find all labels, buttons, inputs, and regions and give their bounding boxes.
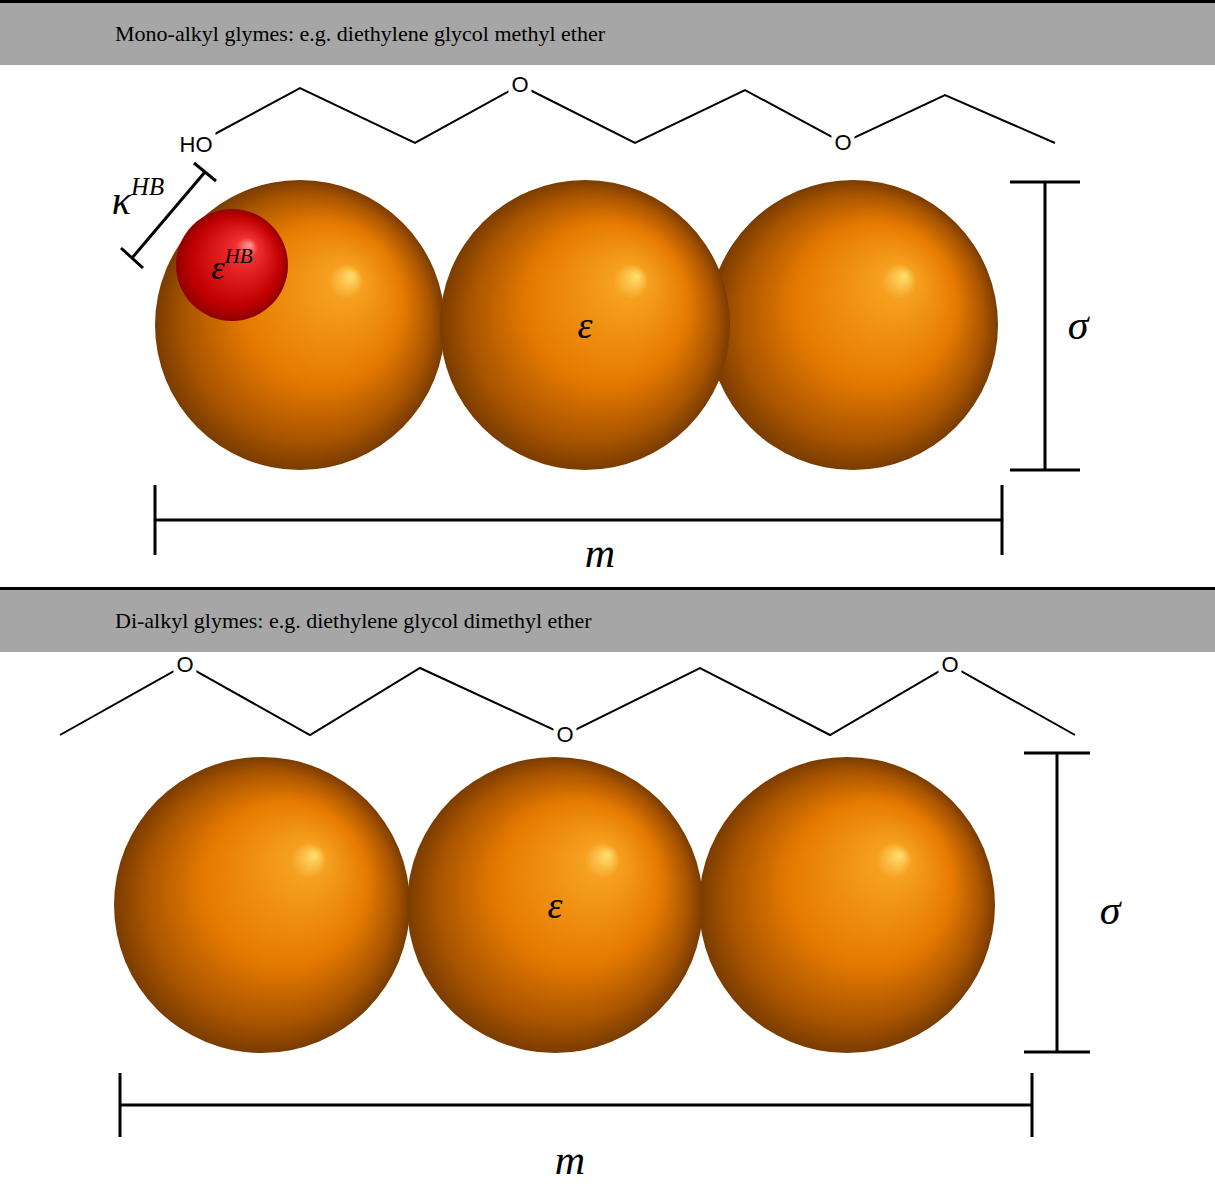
dimension-label: m (555, 1139, 585, 1181)
symbol: κ (112, 178, 131, 223)
atom-label: O (173, 652, 196, 678)
panel-header: Di-alkyl glymes: e.g. diethylene glycol … (0, 590, 1215, 652)
sphere-fill (407, 757, 703, 1053)
atom-label: O (831, 130, 854, 156)
panel-header: Mono-alkyl glymes: e.g. diethylene glyco… (0, 3, 1215, 65)
symbol: ε (211, 248, 224, 285)
segment-sphere (155, 180, 445, 470)
segment-sphere: ε (440, 180, 730, 470)
energy-symbol: ε (578, 303, 593, 347)
m-dimension (120, 1073, 1032, 1137)
atom-label: O (553, 722, 576, 748)
skeletal-formula (213, 85, 1055, 143)
segment-sphere (699, 757, 995, 1053)
dimension-label: σ (1068, 304, 1089, 346)
dimension-label: m (585, 532, 615, 574)
superscript: HB (131, 173, 164, 200)
atom-label: O (508, 72, 531, 98)
segment-sphere (114, 757, 410, 1053)
dimension-label: σ (1100, 889, 1121, 931)
energy-symbol: εHB (211, 244, 253, 287)
superscript: HB (225, 244, 253, 268)
atom-label: O (938, 652, 961, 678)
atom-label: HO (177, 132, 216, 158)
dimension-label: κHB (112, 175, 164, 221)
header-text: Mono-alkyl glymes: e.g. diethylene glyco… (115, 21, 605, 47)
header-text: Di-alkyl glymes: e.g. diethylene glycol … (115, 608, 592, 634)
sigma-dimension (1024, 753, 1090, 1052)
sphere-fill (176, 209, 288, 321)
segment-sphere: ε (407, 757, 703, 1053)
m-dimension (155, 485, 1002, 555)
segment-sphere (708, 180, 998, 470)
energy-symbol: ε (548, 883, 563, 927)
hb-site-sphere: εHB (176, 209, 288, 321)
sphere-fill (440, 180, 730, 470)
